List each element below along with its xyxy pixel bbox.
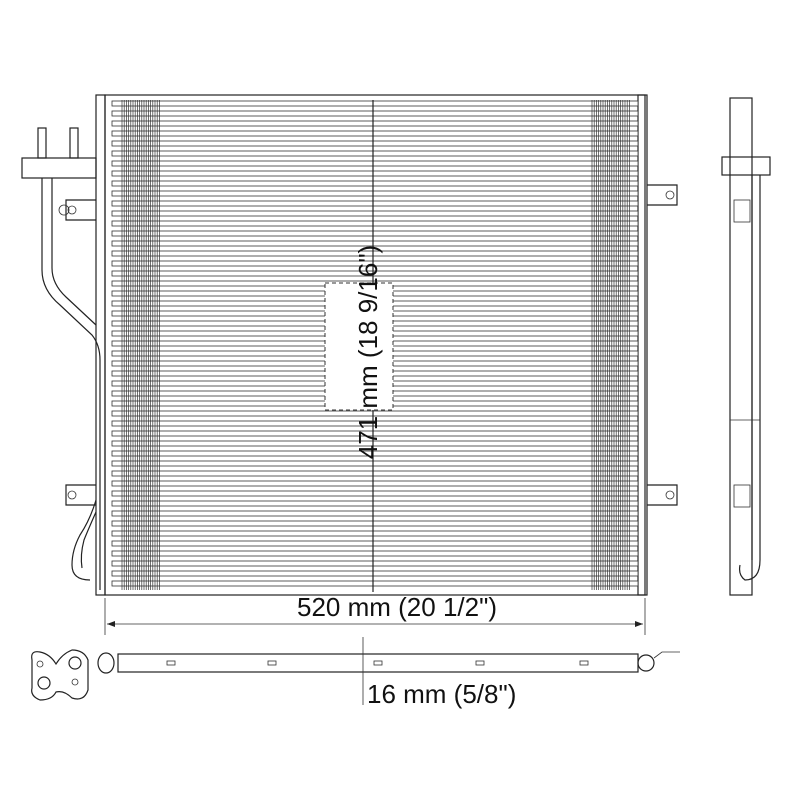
tube xyxy=(111,480,639,487)
tube xyxy=(111,520,639,527)
core-fins xyxy=(121,100,630,590)
tube xyxy=(111,270,639,277)
tube xyxy=(111,230,639,237)
tube xyxy=(111,120,639,127)
tube xyxy=(111,210,639,217)
mounting-tabs xyxy=(65,184,678,506)
height-dimension-label: 471 mm (18 9/16") xyxy=(353,245,383,459)
condenser-core xyxy=(95,94,648,596)
tube xyxy=(111,510,639,517)
tube xyxy=(111,220,639,227)
tube xyxy=(111,470,639,477)
slot xyxy=(267,660,277,666)
tube xyxy=(111,430,639,437)
width-dimension xyxy=(104,598,646,635)
tube xyxy=(111,450,639,457)
slot xyxy=(166,660,176,666)
tube xyxy=(111,160,639,167)
tube xyxy=(111,200,639,207)
tube xyxy=(111,150,639,157)
tube xyxy=(111,140,639,147)
slot xyxy=(579,660,589,666)
tube xyxy=(111,440,639,447)
tube xyxy=(111,100,639,107)
label-area xyxy=(324,282,394,411)
tube xyxy=(111,110,639,117)
tube xyxy=(111,490,639,497)
width-dimension-label: 520 mm (20 1/2") xyxy=(297,592,497,622)
left-header-tank xyxy=(95,94,106,596)
tube xyxy=(111,500,639,507)
tube xyxy=(111,170,639,177)
tube xyxy=(111,180,639,187)
tube xyxy=(111,190,639,197)
tube xyxy=(111,260,639,267)
right-header-tank xyxy=(637,94,648,596)
tube xyxy=(111,540,639,547)
inlet-outlet-pipes xyxy=(21,127,101,590)
tube xyxy=(111,580,639,587)
tube xyxy=(111,560,639,567)
tube xyxy=(111,420,639,427)
tube xyxy=(111,250,639,257)
tube xyxy=(111,550,639,557)
tube xyxy=(111,130,639,137)
side-view xyxy=(721,97,771,596)
tube xyxy=(111,240,639,247)
slot xyxy=(373,660,383,666)
tube xyxy=(111,410,639,417)
tube xyxy=(111,570,639,577)
bottom-view xyxy=(31,637,680,705)
slot xyxy=(475,660,485,666)
thickness-dimension-label: 16 mm (5/8") xyxy=(367,679,516,709)
tube xyxy=(111,460,639,467)
tube xyxy=(111,530,639,537)
